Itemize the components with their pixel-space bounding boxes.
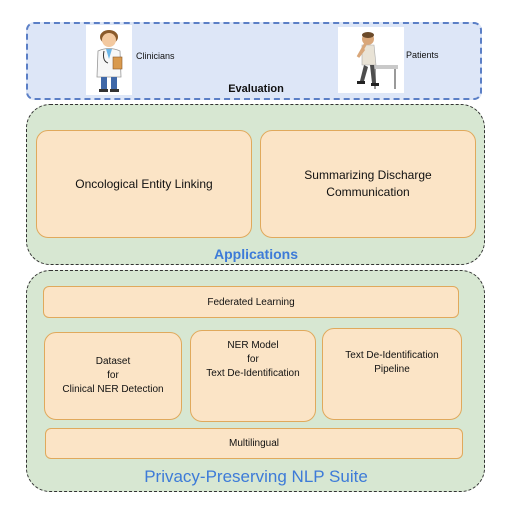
ner-model-module-box: NER Model for Text De-Identification <box>190 330 316 422</box>
evaluation-title: Evaluation <box>228 83 284 95</box>
oncological-entity-linking-box: Oncological Entity Linking <box>36 130 252 238</box>
applications-title: Applications <box>213 246 298 262</box>
summarizing-discharge-box: Summarizing Discharge Communication <box>260 130 476 238</box>
deidentification-pipeline-box: Text De-Identification Pipeline <box>322 328 462 420</box>
multilingual-bar: Multilingual <box>45 428 463 459</box>
federated-learning-bar: Federated Learning <box>43 286 459 318</box>
nlp-suite-title: Privacy-Preserving NLP Suite <box>144 467 368 486</box>
patients-label: Patients <box>406 50 439 60</box>
clinicians-label: Clinicians <box>136 51 175 61</box>
dataset-module-box: Dataset for Clinical NER Detection <box>44 332 182 420</box>
patient-icon <box>338 27 404 93</box>
clinician-icon <box>86 25 132 95</box>
